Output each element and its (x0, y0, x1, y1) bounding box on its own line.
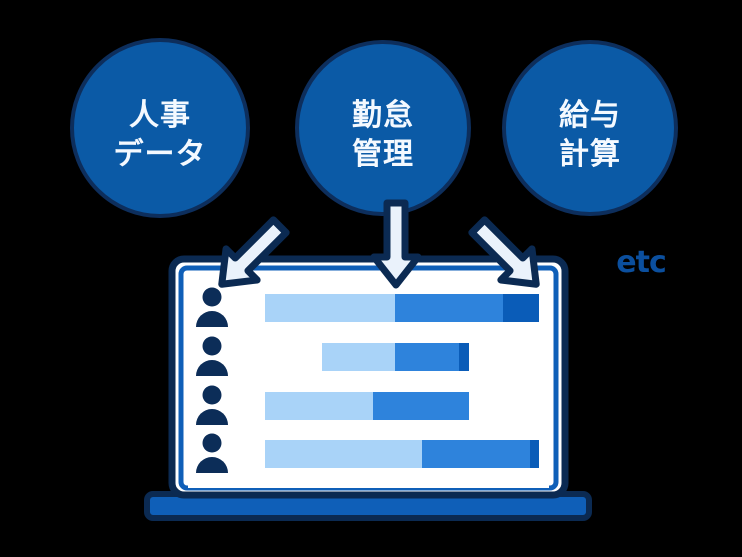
bubble-circle (70, 38, 250, 218)
arrow-center-shape (370, 199, 422, 289)
gantt-segment[interactable] (373, 392, 469, 420)
person-icon (196, 385, 228, 425)
bubble-label-line2: データ (114, 137, 207, 172)
gantt-segment[interactable] (422, 440, 530, 468)
gantt-segment[interactable] (395, 343, 459, 371)
person-icon (196, 287, 228, 327)
arrow-left-shape (218, 216, 290, 288)
gantt-segment[interactable] (322, 343, 395, 371)
bubble-label-line1: 勤怠 (352, 98, 414, 133)
person-body (196, 457, 228, 473)
person-body (196, 360, 228, 376)
bubble-circle (295, 40, 471, 216)
person-head (202, 336, 222, 356)
gantt-segment[interactable] (459, 343, 469, 371)
gantt-row[interactable] (265, 294, 539, 322)
gantt-segment[interactable] (265, 294, 395, 322)
person-head (202, 287, 222, 307)
gantt-row[interactable] (322, 343, 469, 371)
etc-label: etc (616, 245, 665, 280)
bubble-label-line1: 給与 (559, 98, 621, 133)
person-head (202, 433, 222, 453)
bubble-label-line2: 計算 (559, 137, 621, 172)
arrow-right-diagonal (468, 216, 540, 288)
avatar-column (196, 287, 228, 473)
person-icon (196, 433, 228, 473)
gantt-segment[interactable] (530, 440, 539, 468)
gantt-segment[interactable] (503, 294, 539, 322)
gantt-row[interactable] (265, 392, 469, 420)
gantt-bars (265, 294, 539, 468)
bubble-label-line2: 管理 (352, 137, 414, 172)
arrow-right-shape (468, 216, 540, 288)
gantt-segment[interactable] (265, 392, 373, 420)
gantt-segment[interactable] (265, 440, 422, 468)
person-body (196, 311, 228, 327)
arrow-center-down (370, 199, 422, 289)
bubble-circle (502, 40, 678, 216)
arrow-left-diagonal (218, 216, 290, 288)
gantt-row[interactable] (265, 440, 539, 468)
person-body (196, 409, 228, 425)
gantt-segment[interactable] (395, 294, 503, 322)
person-icon (196, 336, 228, 376)
person-head (202, 385, 222, 405)
bubble-label-line1: 人事 (129, 98, 191, 133)
